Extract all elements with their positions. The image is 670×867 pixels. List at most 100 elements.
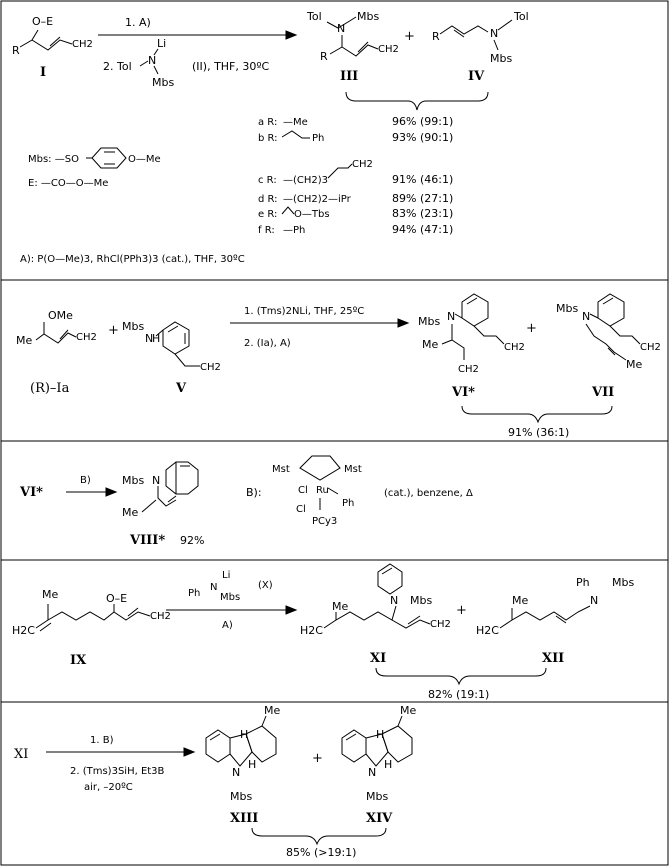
s5-step2: 2. (Tms)3SiH, Et3B: [70, 766, 165, 777]
s4-XII-Me: Me: [512, 594, 528, 607]
s2-V-N-bond: [155, 329, 164, 337]
s5-XIV-Me-bond: [397, 715, 403, 727]
s1-II-Li: Li: [157, 37, 166, 50]
s1-compound-IV: IV: [468, 69, 485, 84]
s2-VII-N: N: [582, 310, 590, 323]
s1-I-vinyl-double: [49, 36, 61, 47]
s4-compound-IX: IX: [70, 653, 87, 668]
s4-XI-N: N: [390, 594, 398, 607]
s1-III-R: R: [320, 50, 328, 63]
s2-compound-V: V: [175, 381, 187, 396]
s5-XIII-benzo-in: [209, 733, 221, 741]
s1-row-f-sub: —Ph: [283, 225, 305, 236]
s3-yield: 92%: [180, 534, 204, 547]
s1-row-b-chain: [281, 130, 310, 139]
s3-reagent: B): [80, 475, 91, 486]
s4-arrowhead: [285, 605, 298, 615]
s4-compound-XII: XII: [542, 651, 564, 666]
s4-XI-Mbs: Mbs: [410, 594, 432, 607]
s4-reagent-Ph: Ph: [188, 588, 200, 599]
s5-plus: +: [312, 751, 323, 766]
s2-VII-Me: Me: [626, 358, 642, 371]
s5-compound-XI: XI: [14, 747, 28, 762]
s4-IX-vinyl-double: [127, 607, 139, 617]
s1-row-b-label: b R:: [258, 133, 278, 144]
s2-compound-VI: VI*: [451, 385, 475, 400]
s1-step2-post: (II), THF, 30ºC: [192, 60, 270, 73]
s4-XI-chain: [323, 605, 397, 629]
s2-V-N: N: [145, 332, 153, 345]
s4-IX-Me: Me: [42, 588, 58, 601]
s2-V-ring-in1: [167, 325, 179, 333]
s4-IX-vinyl: [113, 611, 151, 621]
s1-III-Tol: Tol: [306, 10, 322, 23]
s2-Ia-CH2: CH2: [76, 332, 97, 343]
s1-e-def: E: —CO—O—Me: [28, 178, 108, 189]
s2-VII-N-ring: [589, 313, 599, 319]
s4-reagent-A: A): [222, 620, 233, 631]
s4-reagent-N: N: [210, 582, 217, 593]
s1-II-Mbs-bond: [153, 65, 159, 75]
s3-VIII-N: N: [152, 474, 160, 487]
s4-XII-Ph: Ph: [576, 576, 590, 589]
s1-IV-chain: [439, 25, 489, 35]
s1-III-vinyl: [341, 44, 379, 57]
section-4: O–E Me H2C CH2 IX Ph N Li Mbs (X) A) N M…: [12, 563, 634, 701]
s2-VI-N: N: [447, 310, 455, 323]
s1-table: a R: —Me 96% (99:1) b R: Ph 93% (90:1) c…: [258, 115, 453, 236]
s3-arrowhead: [105, 487, 118, 497]
s2-VII-chain: [585, 323, 627, 361]
s1-row-d-sub: —(CH2)2—iPr: [283, 194, 352, 205]
s4-XII-chain: [499, 605, 591, 629]
s2-yield: 91% (36:1): [508, 426, 569, 439]
section-5: XI 1. B) 2. (Tms)3SiH, Et3B air, –20ºC M…: [14, 704, 416, 859]
s4-XI-vinyl: [391, 619, 431, 629]
s1-row-a-sub: —Me: [283, 117, 308, 128]
s2-compound-Ia: (R)–Ia: [30, 381, 70, 396]
s1-row-b-sub: Ph: [312, 133, 324, 144]
s2-V-Mbs: Mbs: [122, 320, 144, 333]
s2-VI-Me: Me: [422, 338, 438, 351]
s5-XIII-Me: Me: [264, 704, 280, 717]
s2-VII-CH2: CH2: [640, 342, 661, 353]
s5-XIV-H1: H: [376, 728, 384, 741]
s1-row-c-label: c R:: [258, 175, 277, 186]
s1-III-chain: [329, 35, 343, 55]
s1-III-N: N: [337, 22, 345, 35]
s3-VIII-double: [167, 495, 177, 503]
s2-VI-allyl: [451, 339, 465, 360]
s3-compound-VIII: VIII*: [129, 533, 165, 548]
s2-VI-CH2b: CH2: [458, 364, 479, 375]
s4-IX-CH2: CH2: [150, 611, 171, 622]
s4-XI-phenyl-in: [381, 567, 393, 575]
s3-VIII-chain: [157, 486, 177, 507]
s4-XII-double: [555, 615, 567, 624]
s1-row-c-CH2: CH2: [352, 159, 373, 170]
s4-plus: +: [456, 603, 467, 618]
s1-compound-I: I: [40, 65, 46, 80]
s1-row-f-label: f R:: [258, 225, 275, 236]
s2-brace: [461, 405, 613, 424]
s1-row-f-yield: 94% (47:1): [392, 223, 453, 236]
s1-row-e-chain: [281, 206, 295, 215]
s5-XIII-H1: H: [240, 728, 248, 741]
s3-NHC-ring: [299, 455, 341, 481]
s5-arrowhead: [183, 747, 196, 757]
s2-V-CH2: CH2: [200, 362, 221, 373]
s1-II-N: N: [148, 54, 156, 67]
s2-VI-ring-in: [466, 297, 478, 305]
s5-XIV-Mbs: Mbs: [366, 790, 388, 803]
s1-II-Li-bond: [153, 48, 159, 56]
s1-mbs-def-post: O—Me: [128, 154, 161, 165]
s2-arrowhead: [397, 318, 410, 328]
s1-IV-Mbs-bond: [493, 39, 499, 51]
s2-VI-N-ring: [454, 313, 463, 319]
s1-a-def: A): P(O—Me)3, RhCl(PPh3)3 (cat.), THF, 3…: [20, 254, 245, 265]
s4-IX-chain2: [47, 604, 115, 621]
s1-IV-N: N: [490, 27, 498, 40]
s1-row-e-yield: 83% (23:1): [392, 207, 453, 220]
s2-V-plus: +: [108, 323, 119, 338]
s1-II-Mbs: Mbs: [152, 76, 174, 89]
s2-V-H: H: [152, 332, 160, 345]
